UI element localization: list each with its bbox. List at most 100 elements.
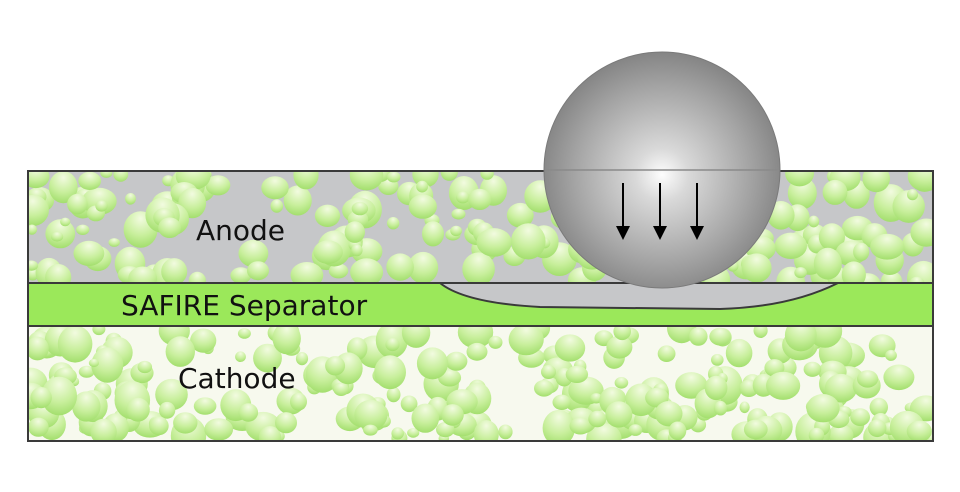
particle — [613, 326, 631, 341]
particle — [204, 418, 234, 441]
particle — [813, 247, 842, 280]
particle — [173, 412, 198, 434]
particle — [506, 202, 534, 228]
particle — [508, 326, 544, 356]
particle — [391, 427, 405, 440]
particle — [400, 395, 418, 413]
particle — [909, 276, 925, 283]
down-arrow-icon — [616, 183, 704, 240]
layer-borders — [27, 170, 934, 442]
particle — [313, 240, 343, 264]
particle — [741, 253, 772, 283]
particle — [401, 326, 431, 348]
anode-layer — [28, 171, 933, 283]
particle — [128, 266, 158, 283]
anode-label: Anode — [196, 214, 285, 247]
particle — [91, 347, 124, 383]
particle — [407, 428, 420, 438]
particle — [906, 420, 932, 441]
particle — [60, 217, 71, 227]
particle — [293, 171, 319, 190]
particle — [774, 232, 807, 259]
particle — [238, 403, 259, 422]
particle — [542, 409, 575, 441]
particle — [784, 326, 817, 352]
particle — [158, 217, 182, 238]
particle — [614, 377, 629, 389]
separator-layer — [28, 282, 933, 326]
particle — [907, 189, 918, 201]
particle — [862, 171, 890, 193]
particle — [188, 271, 206, 283]
down-arrow-icon-2 — [653, 183, 667, 240]
particle — [468, 188, 492, 210]
particle — [488, 335, 503, 349]
particle — [48, 171, 78, 204]
particle — [333, 382, 349, 396]
particle — [713, 400, 728, 416]
particle — [190, 328, 217, 353]
particle — [235, 351, 246, 363]
particle — [422, 221, 444, 247]
particle — [441, 404, 464, 426]
down-arrow-icon-1 — [616, 183, 630, 240]
particle — [137, 360, 153, 374]
particle — [654, 401, 683, 427]
particle — [253, 343, 282, 373]
particle — [363, 424, 378, 436]
particle — [794, 267, 807, 279]
particle — [100, 171, 113, 178]
particle — [436, 422, 455, 438]
particle — [885, 349, 897, 361]
particle — [275, 412, 297, 434]
particle — [828, 424, 854, 441]
particle — [45, 264, 72, 283]
particle — [704, 375, 728, 401]
particle — [205, 175, 231, 196]
particle — [354, 399, 388, 431]
particle — [818, 223, 846, 251]
particle — [743, 419, 768, 440]
particle — [569, 417, 592, 435]
particle — [892, 190, 925, 223]
particle — [907, 171, 933, 192]
particle — [28, 171, 50, 189]
particle — [565, 365, 589, 383]
particle — [416, 347, 449, 380]
particle — [709, 327, 731, 346]
particle — [28, 417, 49, 437]
particle — [155, 378, 188, 411]
particle — [387, 217, 400, 230]
particle — [95, 200, 108, 212]
particle — [869, 397, 888, 417]
particle — [411, 403, 440, 433]
particle — [462, 252, 495, 283]
particle — [870, 233, 905, 260]
particle — [283, 185, 312, 216]
particle — [853, 242, 870, 262]
particle — [534, 380, 554, 397]
particle — [910, 218, 933, 247]
particle — [386, 386, 401, 403]
particle — [73, 240, 105, 266]
particle — [270, 199, 284, 213]
particle — [28, 224, 38, 235]
particle — [350, 258, 384, 283]
particle — [440, 171, 458, 181]
particle — [451, 208, 466, 220]
particle — [149, 416, 169, 436]
particle — [126, 397, 150, 422]
particle — [57, 326, 93, 363]
particle — [28, 336, 49, 361]
particle — [808, 427, 825, 441]
particle — [739, 401, 750, 414]
particle — [457, 326, 494, 349]
particle — [67, 193, 88, 215]
particle — [806, 394, 840, 423]
particle — [28, 260, 38, 271]
particle — [883, 364, 915, 391]
particle — [841, 261, 866, 283]
particle — [30, 387, 52, 409]
particle — [272, 326, 301, 355]
